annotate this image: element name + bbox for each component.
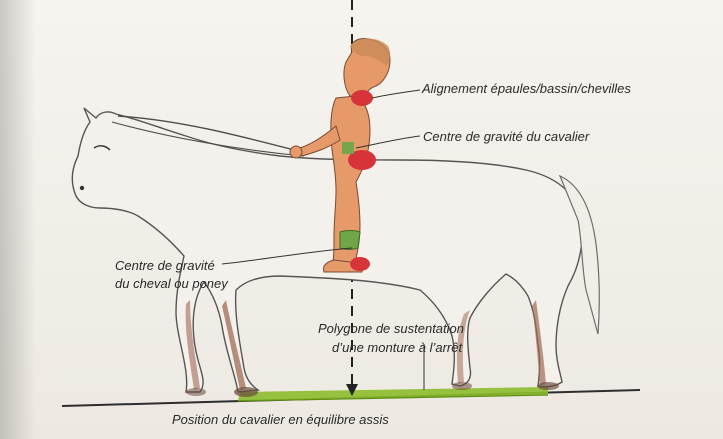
label-horse-cog-2: du cheval ou poney: [115, 276, 228, 291]
rider-heel-marker: [350, 257, 370, 271]
horse-hoof: [452, 382, 472, 390]
leader-line-alignment: [372, 90, 420, 98]
label-caption: Position du cavalier en équilibre assis: [172, 412, 389, 427]
horse-hoof: [186, 388, 206, 396]
label-horse-cog-1: Centre de gravité: [115, 258, 215, 273]
rider-shoulder-marker: [351, 90, 373, 106]
horse-nostril: [80, 186, 84, 190]
support-polygon: [238, 387, 548, 401]
label-polygon-1: Polygone de sustentation: [318, 321, 464, 336]
horse-hoof: [234, 387, 258, 397]
label-rider-cog: Centre de gravité du cavalier: [423, 129, 589, 144]
rider-cog-marker: [342, 142, 354, 154]
label-alignment: Alignement épaules/bassin/chevilles: [422, 81, 631, 96]
label-polygon-2: d’une monture à l’arrêt: [332, 340, 462, 355]
horse-hoof: [537, 382, 559, 390]
stirrup-marker: [340, 231, 360, 250]
